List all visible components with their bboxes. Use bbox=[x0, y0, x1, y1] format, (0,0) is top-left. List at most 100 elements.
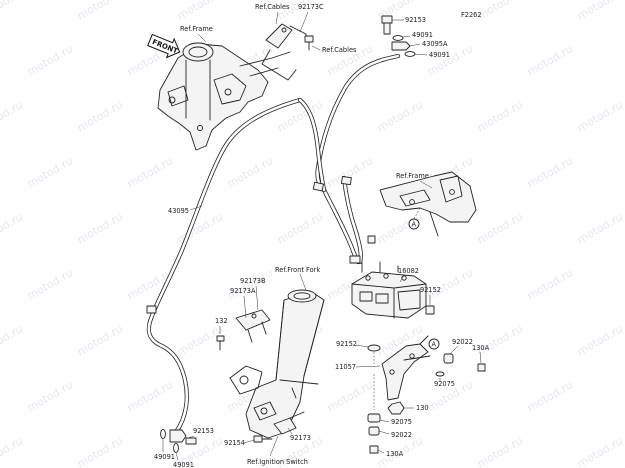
watermark-text: motod.ru bbox=[225, 154, 275, 190]
washer-49091-a bbox=[392, 35, 404, 41]
bolt-132 bbox=[216, 335, 225, 351]
callout-130a-a: 130A bbox=[472, 344, 490, 352]
cable-clamp-92173c bbox=[261, 23, 307, 81]
callout-49091-a: 49091 bbox=[412, 31, 433, 39]
watermark-text: motod.ru bbox=[375, 98, 425, 134]
watermark-text: motod.ru bbox=[0, 210, 25, 246]
washer-49091-c bbox=[160, 428, 166, 440]
watermark-text: motod.ru bbox=[0, 322, 25, 358]
callout-43095a: 43095A bbox=[422, 40, 448, 48]
nut-130 bbox=[387, 401, 405, 415]
banjo-43095a bbox=[391, 41, 411, 51]
watermark-text: motod.ru bbox=[25, 154, 75, 190]
watermark-text: motod.ru bbox=[175, 0, 225, 23]
watermark-text: motod.ru bbox=[325, 378, 375, 414]
watermark-text: motod.ru bbox=[575, 322, 625, 358]
collar-92075-b bbox=[367, 413, 381, 423]
ref-cables-1: Ref.Cables bbox=[255, 3, 290, 11]
watermark-text: motod.ru bbox=[475, 98, 525, 134]
callout-92152-b: 92152 bbox=[336, 340, 357, 348]
watermark-text: motod.ru bbox=[75, 0, 125, 23]
watermark-text: motod.ru bbox=[325, 154, 375, 190]
watermark-text: motod.ru bbox=[575, 0, 625, 23]
banjo-bolt-92153-top bbox=[381, 15, 393, 35]
callout-92075-b: 92075 bbox=[391, 418, 412, 426]
grommet-92152-a bbox=[425, 305, 435, 315]
banjo-bolt-92153-bottom bbox=[169, 429, 197, 445]
watermark-text: motod.ru bbox=[475, 434, 525, 468]
front-fork-tube bbox=[229, 289, 325, 439]
brake-hose-43095 bbox=[146, 53, 401, 435]
callout-92153-top: 92153 bbox=[405, 16, 426, 24]
bolt-92154 bbox=[253, 435, 273, 443]
watermark-text: motod.ru bbox=[275, 210, 325, 246]
ref-frame-mid: Ref.Frame bbox=[396, 172, 429, 180]
callout-92173a: 92173A bbox=[230, 287, 256, 295]
callout-11057: 11057 bbox=[335, 363, 356, 371]
watermark-text: motod.ru bbox=[575, 98, 625, 134]
circle-a-lower bbox=[428, 338, 440, 350]
callout-92173: 92173 bbox=[290, 434, 311, 442]
grommet-92022-a bbox=[443, 353, 454, 364]
watermark-text: motod.ru bbox=[75, 434, 125, 468]
callout-49091-d: 49091 bbox=[173, 461, 194, 468]
watermark-text: motod.ru bbox=[475, 210, 525, 246]
ref-ignition-switch: Ref.Ignition Switch bbox=[247, 458, 308, 466]
watermark-text: motod.ru bbox=[375, 210, 425, 246]
washer-49091-d bbox=[173, 442, 179, 454]
watermark-text: motod.ru bbox=[0, 434, 25, 468]
callout-130a-b: 130A bbox=[386, 450, 404, 458]
watermark-text: motod.ru bbox=[425, 266, 475, 302]
ref-front-fork: Ref.Front Fork bbox=[275, 266, 320, 274]
bolt-upper-cable bbox=[304, 35, 314, 51]
callout-49091-c: 49091 bbox=[154, 453, 175, 461]
callout-92075-a: 92075 bbox=[434, 380, 455, 388]
callout-130: 130 bbox=[416, 404, 429, 412]
collar-92075-a bbox=[435, 371, 445, 377]
watermark-text: motod.ru bbox=[125, 378, 175, 414]
watermark-text: motod.ru bbox=[525, 266, 575, 302]
watermark-text: motod.ru bbox=[475, 322, 525, 358]
watermark-text: motod.ru bbox=[25, 266, 75, 302]
watermark-text: motod.ru bbox=[75, 322, 125, 358]
watermark-text: motod.ru bbox=[525, 378, 575, 414]
callout-92022-a: 92022 bbox=[452, 338, 473, 346]
circle-a-lower-label: A bbox=[432, 341, 437, 349]
callout-92154: 92154 bbox=[224, 439, 245, 447]
callout-49091-b: 49091 bbox=[429, 51, 450, 59]
callout-92153-bottom: 92153 bbox=[193, 427, 214, 435]
watermark-text: motod.ru bbox=[575, 210, 625, 246]
grommet-92022-b bbox=[368, 426, 380, 436]
grommet-92152-b bbox=[367, 344, 381, 352]
frame-mid-right bbox=[379, 171, 477, 237]
bolt-130a-a bbox=[477, 363, 486, 372]
figure-code: F2262 bbox=[461, 11, 482, 19]
callout-92173c: 92173C bbox=[298, 3, 324, 11]
watermark-text: motod.ru bbox=[75, 98, 125, 134]
hose-clamp-92173b bbox=[235, 309, 271, 343]
callout-16082: 16082 bbox=[398, 267, 419, 275]
watermark-text: motod.ru bbox=[25, 42, 75, 78]
callout-92173b: 92173B bbox=[240, 277, 266, 285]
watermark-text: motod.ru bbox=[525, 42, 575, 78]
watermark-text: motod.ru bbox=[175, 210, 225, 246]
watermark-text: motod.ru bbox=[525, 154, 575, 190]
ref-frame-top: Ref.Frame bbox=[180, 25, 213, 33]
clamp-92173 bbox=[273, 411, 305, 435]
bolt-130a-b bbox=[369, 445, 379, 454]
watermark-text: motod.ru bbox=[75, 210, 125, 246]
watermark-text: motod.ru bbox=[0, 0, 25, 23]
watermark-text: motod.ru bbox=[475, 0, 525, 23]
watermark-text: motod.ru bbox=[575, 434, 625, 468]
watermark-text: motod.ru bbox=[125, 154, 175, 190]
washer-49091-b bbox=[404, 51, 416, 57]
callout-43095: 43095 bbox=[168, 207, 189, 215]
callout-92022-b: 92022 bbox=[391, 431, 412, 439]
ref-cables-2: Ref.Cables bbox=[322, 46, 357, 54]
frame-steering-head bbox=[157, 42, 291, 151]
bracket-11057 bbox=[381, 335, 431, 401]
watermark-text: motod.ru bbox=[0, 98, 25, 134]
watermark-text: motod.ru bbox=[25, 378, 75, 414]
